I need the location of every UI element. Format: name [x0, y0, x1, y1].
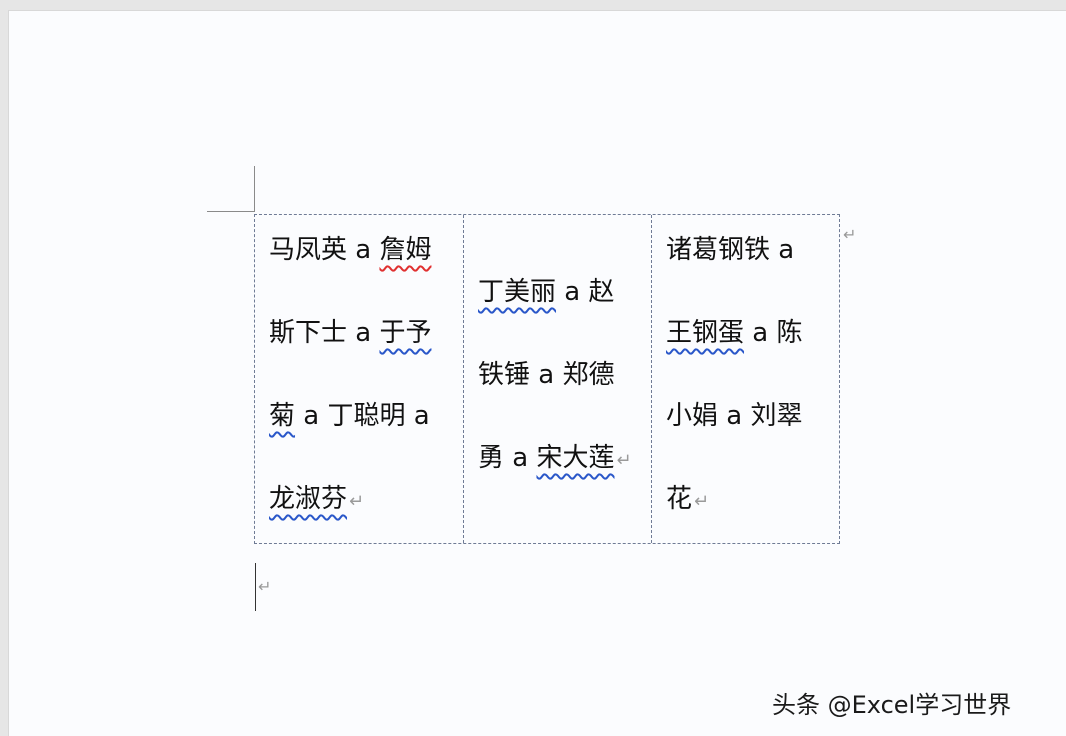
- paragraph-return-icon: ↵: [694, 491, 710, 512]
- paragraph-return-icon: ↵: [616, 450, 632, 471]
- text-segment: 小娟 a 刘翠: [666, 401, 803, 431]
- cell-text-line: 王钢蛋 a 陈: [666, 320, 839, 346]
- cell-text-line: 诸葛钢铁 a: [666, 237, 839, 263]
- cell-text-line: 花↵: [666, 486, 839, 512]
- cell-text-line: 勇 a 宋大莲↵: [478, 445, 651, 471]
- margin-crop-mark-vertical: [254, 166, 255, 212]
- cell-text-line: 龙淑芬↵: [269, 486, 463, 512]
- grammar-flag-text: 菊: [269, 401, 296, 431]
- text-segment: 斯下士 a: [269, 318, 380, 348]
- grammar-flag-text: 王钢蛋: [666, 318, 745, 348]
- document-table[interactable]: 马凤英 a 詹姆 斯下士 a 于予 菊 a 丁聪明 a 龙淑芬↵ 丁美丽 a 赵…: [254, 214, 840, 544]
- document-page[interactable]: 马凤英 a 詹姆 斯下士 a 于予 菊 a 丁聪明 a 龙淑芬↵ 丁美丽 a 赵…: [8, 10, 1066, 736]
- text-segment: 诸葛钢铁 a: [666, 235, 795, 265]
- cell-text-line: 斯下士 a 于予: [269, 320, 463, 346]
- watermark-text: 头条 @Excel学习世界: [772, 691, 1012, 719]
- grammar-flag-text: 龙淑芬: [269, 484, 348, 514]
- text-segment: 铁锤 a 郑德: [478, 360, 615, 390]
- text-segment: 勇 a: [478, 443, 537, 473]
- text-segment: 马凤英 a: [269, 235, 380, 265]
- table-cell-3[interactable]: 诸葛钢铁 a 王钢蛋 a 陈 小娟 a 刘翠 花↵: [651, 215, 839, 543]
- cell-text-line: 马凤英 a 詹姆: [269, 237, 463, 263]
- grammar-flag-text: 宋大莲: [536, 443, 615, 473]
- text-segment: 花: [666, 484, 693, 514]
- cell-text-line: 丁美丽 a 赵: [478, 279, 651, 305]
- grammar-flag-text: 丁美丽: [478, 277, 557, 307]
- cell-text-line: 小娟 a 刘翠: [666, 403, 839, 429]
- text-segment: a 陈: [744, 318, 803, 348]
- cell-text-line: 铁锤 a 郑德: [478, 362, 651, 388]
- row-end-return-icon: ↵: [843, 225, 857, 244]
- table-cell-2[interactable]: 丁美丽 a 赵 铁锤 a 郑德 勇 a 宋大莲↵: [463, 215, 651, 543]
- paragraph-return-icon: ↵: [349, 491, 365, 512]
- text-segment: a 赵: [556, 277, 615, 307]
- cell-text-line: 菊 a 丁聪明 a: [269, 403, 463, 429]
- spelling-error-text: 詹姆: [379, 235, 432, 265]
- paragraph-return-icon: ↵: [258, 577, 272, 596]
- table-cell-1[interactable]: 马凤英 a 詹姆 斯下士 a 于予 菊 a 丁聪明 a 龙淑芬↵: [255, 215, 463, 543]
- grammar-flag-text: 于予: [379, 318, 432, 348]
- margin-crop-mark-horizontal: [207, 211, 254, 212]
- text-segment: a 丁聪明 a: [295, 401, 430, 431]
- text-cursor: [255, 563, 256, 611]
